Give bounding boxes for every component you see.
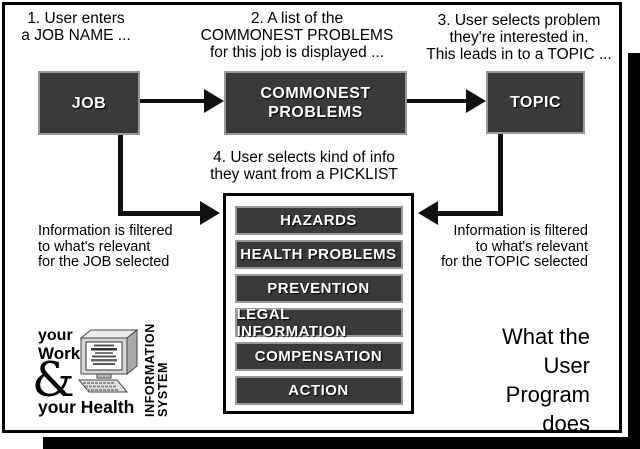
arrow-topic-to-picklist-arrowhead-icon (418, 201, 438, 225)
picklist-panel: HAZARDS HEALTH PROBLEMS PREVENTION LEGAL… (223, 193, 414, 414)
computer-icon (77, 328, 139, 393)
picklist-item-label: COMPENSATION (254, 348, 383, 365)
picklist-item-compensation: COMPENSATION (234, 342, 403, 371)
picklist-item-label: ACTION (288, 382, 349, 399)
step2-note: 2. A list of the COMMONEST PROBLEMS for … (200, 10, 394, 61)
panel-border (2, 2, 622, 433)
logo-information-system: INFORMATION SYSTEM (143, 323, 170, 417)
footer-caption: What the User Program does (501, 324, 590, 436)
job-box: JOB (38, 71, 140, 135)
step1-note: 1. User enters a JOB NAME ... (21, 10, 131, 44)
logo-ampersand: & (32, 352, 75, 408)
picklist-item-label: HEALTH PROBLEMS (240, 246, 397, 263)
logo-your-health: your Health (38, 397, 135, 417)
job-label: JOB (71, 94, 107, 112)
commonest-problems-box: COMMONEST PROBLEMS (224, 71, 407, 135)
right-filter-note: Information is filtered to what's releva… (441, 223, 588, 270)
logo-your: your (38, 327, 73, 344)
step4-note: 4. User selects kind of info they want f… (210, 149, 398, 183)
arrow-problems-to-topic-arrowhead-icon (466, 89, 486, 113)
logo-work: Work (38, 344, 81, 363)
arrow-topic-to-picklist-horizontal-line (438, 211, 503, 216)
topic-label: TOPIC (509, 94, 562, 111)
left-filter-note: Information is filtered to what's releva… (38, 223, 173, 270)
arrow-problems-to-topic-line (407, 99, 468, 103)
topic-box: TOPIC (486, 71, 585, 134)
step3-note: 3. User selects problem they're interest… (426, 12, 612, 63)
picklist-item-label: PREVENTION (267, 280, 370, 297)
picklist-item-action: ACTION (234, 376, 403, 405)
picklist-item-hazards: HAZARDS (234, 206, 403, 235)
diagram-panel: 1. User enters a JOB NAME ... 2. A list … (2, 2, 622, 436)
arrow-job-to-problems-line (140, 99, 206, 103)
picklist-item-legal-information: LEGAL INFORMATION (234, 305, 403, 340)
arrow-job-to-picklist-horizontal-line (118, 211, 206, 216)
commonest-problems-label: COMMONEST PROBLEMS (260, 85, 371, 121)
arrow-job-to-problems-arrowhead-icon (204, 89, 224, 113)
picklist-item-prevention: PREVENTION (234, 274, 403, 303)
picklist-item-health-problems: HEALTH PROBLEMS (234, 240, 403, 269)
picklist-item-label: HAZARDS (280, 212, 357, 229)
arrow-topic-to-picklist-vertical-line (498, 134, 503, 213)
arrow-job-to-picklist-arrowhead-icon (200, 201, 220, 225)
picklist-item-label: LEGAL INFORMATION (236, 305, 347, 340)
arrow-job-to-picklist-vertical-line (118, 135, 123, 213)
